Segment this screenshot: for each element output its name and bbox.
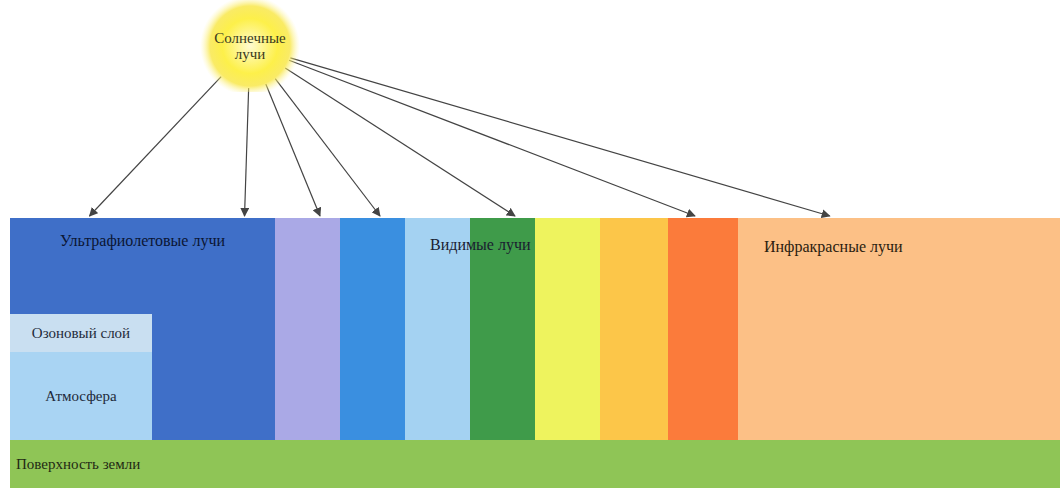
sun-disc bbox=[200, 0, 300, 92]
ray-arrow bbox=[90, 77, 222, 216]
ray-arrow bbox=[266, 84, 320, 216]
band-label: Ультрафиолетовые лучи bbox=[60, 232, 225, 250]
band-label: Озоновый слой bbox=[32, 325, 130, 342]
spectrum-band: Атмосфера bbox=[10, 352, 152, 440]
ray-arrow bbox=[245, 88, 249, 216]
spectrum-band: Ультрафиолетовые лучиОзоновый слойАтмосф… bbox=[10, 218, 275, 440]
orange-band bbox=[600, 218, 669, 440]
band-label: Поверхность земли bbox=[16, 456, 140, 473]
violet-band bbox=[275, 218, 341, 440]
band-label: Солнечные лучи bbox=[199, 30, 301, 63]
ray-arrow bbox=[275, 79, 380, 216]
ray-arrow bbox=[290, 58, 829, 216]
range-label: Видимые лучи bbox=[430, 236, 531, 254]
spectrum-band: Озоновый слой bbox=[10, 314, 152, 352]
band-label: Инфракрасные лучи bbox=[764, 238, 903, 256]
yellow-band bbox=[535, 218, 601, 440]
blue-band bbox=[340, 218, 406, 440]
band-label: Атмосфера bbox=[45, 388, 116, 405]
sun-circle: Солнечные лучи bbox=[195, 0, 305, 92]
red-band bbox=[668, 218, 739, 440]
spectrum-band: Инфракрасные лучи bbox=[738, 218, 1060, 440]
ray-arrow bbox=[289, 60, 695, 216]
spectrum-band: Поверхность земли bbox=[10, 440, 1060, 488]
